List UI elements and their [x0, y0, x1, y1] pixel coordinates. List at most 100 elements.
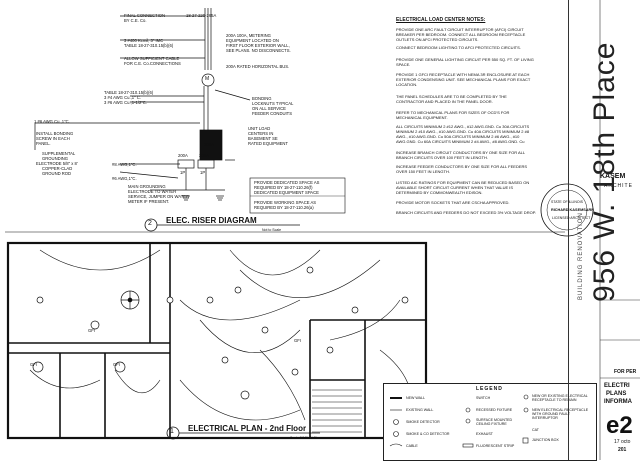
legend-item: EXHAUST [476, 432, 493, 436]
riser-right-12: BASEMENT SE [248, 136, 278, 141]
legend-item: EXISTING WALL [406, 408, 434, 412]
riser-note-table: TABLE 18-27-310.15(b)(6) [124, 43, 174, 48]
amp-label-3: 200A [204, 142, 214, 147]
riser-note-supp3: ELECTRODE 5/8" x 8' [36, 161, 78, 166]
legend-item: SMOKE & CO DETECTOR [406, 432, 450, 436]
note-item: INCREASE BRANCH CIRCUIT CONDUCTORS BY ON… [396, 150, 525, 160]
note-item: ALL CIRCUITS MINIMUM 2 #12 AWG., #12 AWG… [396, 124, 530, 144]
riser-right-1: 200A 100A, METERING [226, 33, 271, 38]
space-2: REQUIRED BY 18-27-110.26(f) [254, 185, 313, 190]
riser-code: 18-27-220-265A [186, 13, 217, 18]
stamp-line: STATE OF ILLINOIS [551, 200, 583, 204]
legend-item: JUNCTION BOX [532, 438, 559, 442]
title-block [568, 0, 640, 460]
riser-right-4: SEE PLANS. NO DISCONNECTS. [226, 48, 291, 53]
note-item: PROVIDE ONE ARC FAULT CIRCUIT INTERRUPTO… [396, 27, 526, 42]
meter-label: M [205, 76, 210, 82]
riser-right-3: FIRST FLOOR EXTERIOR WALL, [226, 43, 290, 48]
legend-item: SWITCH [476, 396, 491, 400]
riser-note-bonding1: INSTALL BONDING [36, 131, 74, 136]
gfi-label: GFI [30, 362, 37, 367]
stamp-line: LICENSED ARCHITECT [552, 216, 591, 220]
legend-item: NEW WALL [406, 396, 426, 400]
space-1: PROVIDE DEDICATED SPACE AS [254, 180, 320, 185]
note-item: REFER TO MECHANICAL PLANS FOR SIZES OF O… [396, 110, 510, 120]
riser-note-supp2: GROUNDING [42, 156, 69, 161]
riser-note-main4: METER IF PRESENT. [128, 199, 170, 204]
sheet-date: 17 octo [614, 439, 631, 445]
note-item: PROVIDE 1 GFCI RECEPTACLE WITH NEMA 3R E… [396, 72, 531, 87]
sheet-title-2: PLANS [606, 391, 627, 397]
firm-name-2: ARCHITE [604, 183, 633, 189]
notes-title: ELECTRICAL LOAD CENTER NOTES: [396, 17, 486, 23]
riser-note-bonding3: PANEL. [36, 141, 51, 146]
riser-right-10: UNIT LOAD [248, 126, 271, 131]
legend-item: FLUORESCENT STRIP [476, 444, 515, 448]
riser-note-main3: SERVICE, JUMPER ON WATER [128, 194, 190, 199]
riser-note-main2: ELECTRODE TO WATER [128, 189, 177, 194]
legend-symbols [389, 394, 529, 448]
space-5: REQUIRED BY 18-27-110.26(a) [254, 205, 314, 210]
riser-note-8awg: #8 AWG,1"C. [112, 162, 137, 167]
amp-label-2: 200A [199, 153, 209, 158]
riser-note-1-6awg: 1 #6 AWG Cu.,1"C. [34, 119, 70, 124]
legend-item: NEW OR EXISTING ELECTRICAL RECEPTACLE TO… [532, 394, 588, 402]
firm-name: KASEM [600, 173, 626, 180]
riser-note-allow: ALLOW SUFFICIENT CABLE [124, 56, 180, 61]
pole-label-1: 1P [180, 170, 186, 175]
amp-label-1: 200A [178, 153, 188, 158]
gfi-label: GFI [113, 362, 120, 367]
riser-note-6awg: 3 #6 AWG Cu.,1-1/2"C. [104, 100, 147, 105]
riser-note-supp1: SUPPLEMENTAL [42, 151, 76, 156]
riser-note-6awg2: #6 AWG,1"C. [112, 176, 137, 181]
space-3: DEDICATED EQUIPMENT SPACE [254, 190, 319, 195]
sheet-title-3: INFORMA [604, 399, 632, 405]
stamp-name: RICHARD KASEMSARN [551, 208, 595, 212]
gfi-label: GFI [294, 338, 301, 343]
riser-note-supp4: COPPER-CLAD [42, 166, 73, 171]
space-4: PROVIDE WORKING SPACE AS [254, 200, 317, 205]
riser-right-5: 200A RATED HORIZONTAL BUS. [226, 64, 290, 69]
riser-note-main1: MAIN GROUNDING [128, 184, 166, 189]
sheet-year: 201 [618, 447, 627, 453]
riser-note-kcmil: 3 #400 Kcmil, 3" IMC [124, 38, 164, 43]
riser-right-9: FEEDER CONDUITS [252, 111, 293, 116]
legend-item: CABLE [406, 444, 418, 448]
riser-note-bonding2: SCREW IN EACH [36, 136, 70, 141]
riser-note-4awg: 3 #4 AWG Cu.,1" C. [104, 95, 141, 100]
note-item: THE PANEL SCHEDULES ARE TO BE COMPLETED … [396, 94, 507, 104]
note-item: INCREASE FEEDER CONDUCTORS BY ONE SIZE F… [396, 164, 528, 174]
project-address: 956 W. 18th Place [588, 41, 621, 303]
riser-right-8: ON ALL SERVICE [252, 106, 286, 111]
legend-title: LEGEND [476, 386, 503, 392]
riser-note-table2: TABLE 18-27-310.15(b)(6) [104, 90, 154, 95]
riser-title: ELEC. RISER DIAGRAM [166, 216, 257, 225]
riser-number: 2 [148, 220, 152, 227]
sheet-title-1: ELECTRI [604, 383, 630, 389]
permit-label: FOR PER [614, 369, 637, 375]
legend-item: SMOKE DETECTOR [406, 420, 440, 424]
note-item: CONNECT BEDROOM LIGHTING TO AFCI PROTECT… [396, 45, 521, 50]
note-item: LISTED AIC RATINGS FOR EQUIPMENT CAN BE … [396, 180, 530, 195]
plan-title: ELECTRICAL PLAN - 2nd Floor [188, 424, 307, 433]
legend: LEGEND NEW WALL SWITCH NEW OR EXISTING E… [383, 383, 597, 461]
note-item: PROVIDE MOTOR SOCKETS THAT ARE CSCHA APP… [396, 200, 510, 205]
riser-note-conn: FOR C.E. Co.CONNECTIONS [124, 61, 181, 66]
riser-note-supp5: GROUND ROD [42, 171, 72, 176]
sheet-number: e2 [606, 412, 633, 439]
riser-right-13: RATED EQUIPMENT [248, 141, 288, 146]
note-item: BRANCH CIRCUITS AND FEEDERS DO NOT EXCEE… [396, 210, 536, 215]
riser-right-6: BONDING [252, 96, 272, 101]
riser-right-2: EQUIPMENT LOCATED ON [226, 38, 279, 43]
legend-item: NEW ELECTRICAL RECEPTACLE WITH GROUND FA… [532, 408, 589, 420]
plan-scale: Scale 3/16"=1'-0" [290, 436, 317, 440]
pole-label-2: 1P [200, 170, 206, 175]
riser-note-ce: BY C.E. Co. [124, 18, 147, 23]
legend-item: RECESSED FIXTURE [476, 408, 513, 412]
legend-item: CAT [532, 428, 539, 432]
gfi-label: GFI [88, 328, 95, 333]
riser-right-7: LOCKNUTS TYPICAL [252, 101, 294, 106]
note-item: PROVIDE ONE GENERAL LIGHTING CIRCUIT PER… [396, 57, 534, 67]
